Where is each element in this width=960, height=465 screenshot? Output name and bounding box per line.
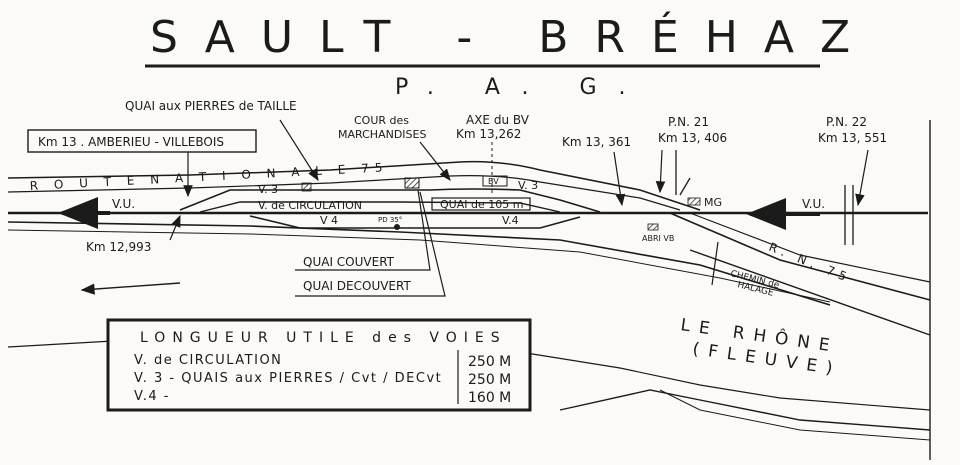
leader-cour (419, 141, 451, 181)
leader-quai-couvert (295, 189, 431, 271)
label-abri: ABRI VB (642, 234, 674, 243)
label-v3-left: V. 3 (258, 183, 278, 196)
legend-row-label-0: V. de CIRCULATION (134, 353, 282, 368)
km13-amberieu-box (27, 129, 257, 153)
legend-row-value-1: 250 M (468, 372, 511, 388)
diagram-subtitle: P. A. G. (395, 75, 648, 100)
embankment-line-2 (7, 229, 831, 303)
legend-title: LONGUEUR UTILE des VOIES (140, 330, 507, 346)
pd-marker (394, 224, 400, 230)
track-v4 (249, 215, 581, 229)
label-axe-line2: Km 13,262 (456, 127, 521, 141)
label-v4-right: V.4 (502, 214, 519, 227)
label-quai-decouvert: QUAI DECOUVERT (303, 279, 411, 293)
legend-box (106, 318, 532, 412)
label-cour-line1: COUR des (354, 114, 409, 127)
track-v3 (179, 188, 601, 213)
direction-arrow-left (80, 282, 181, 295)
abri-building (647, 223, 659, 231)
label-mg: MG (704, 196, 722, 209)
label-pn22-line1: P.N. 22 (826, 115, 867, 129)
diagram-title: SAULT - BRÉHAZ (150, 10, 876, 63)
legend-row-label-1: V. 3 - QUAIS aux PIERRES / Cvt / DECvt (134, 371, 442, 386)
leader-km12993 (169, 214, 181, 241)
bv-building (482, 175, 508, 187)
rhone-bank-right (689, 249, 931, 336)
pn21-crossing-line-2 (679, 177, 691, 196)
label-v4-left: V 4 (320, 214, 338, 227)
leader-pn21 (655, 149, 666, 194)
river-line-2 (559, 389, 931, 431)
label-km12993: Km 12,993 (86, 240, 151, 254)
leader-quai-pierres (279, 119, 319, 182)
label-rn75: R. N. 75 (767, 240, 853, 286)
embankment-line-1 (7, 221, 831, 306)
label-v-circulation: V. de CIRCULATION (258, 199, 362, 212)
label-pd: PD 35° (378, 216, 402, 224)
label-axe-line1: AXE du BV (466, 113, 530, 127)
label-vu-right: V.U. (802, 197, 825, 211)
legend-row-value-2: 160 M (468, 390, 511, 406)
river-line-3 (659, 389, 931, 441)
legend-row-value-0: 250 M (468, 354, 511, 370)
track-v-circulation (199, 201, 561, 213)
label-pn21-line2: Km 13, 406 (658, 131, 727, 145)
road-rn75-right-upper (669, 212, 931, 301)
label-cour-line2: MARCHANDISES (338, 128, 426, 141)
leader-pn22 (855, 149, 869, 207)
label-bv: BV (488, 177, 499, 186)
label-pn22-line2: Km 13, 551 (818, 131, 887, 145)
label-pn21-line1: P.N. 21 (668, 115, 709, 129)
warehouse-hatched (404, 177, 420, 189)
label-v3-right: V. 3 (518, 179, 538, 192)
leader-quai-decouvert (295, 191, 446, 297)
leader-km13361 (613, 151, 626, 207)
label-quai-couvert: QUAI COUVERT (303, 255, 395, 269)
label-vu-left: V.U. (112, 197, 135, 211)
quai-pierres-mark (301, 182, 312, 192)
quai-105-box (431, 197, 531, 211)
legend-row-label-2: V.4 - (134, 389, 170, 404)
label-km13-amberieu: Km 13 . AMBERIEU - VILLEBOIS (38, 135, 224, 149)
label-km13361: Km 13, 361 (562, 135, 631, 149)
label-quai-105: QUAI de 105 m (440, 198, 523, 211)
chemin-halage-edge (711, 241, 719, 286)
road-rn75-right-lower (689, 212, 931, 283)
road-rn75-edge-upper (7, 160, 701, 211)
label-quai-pierres: QUAI aux PIERRES de TAILLE (125, 99, 297, 113)
mg-building (687, 197, 701, 206)
label-route-nationale: R O U T E N A T I O N A L E 75 (29, 160, 388, 193)
